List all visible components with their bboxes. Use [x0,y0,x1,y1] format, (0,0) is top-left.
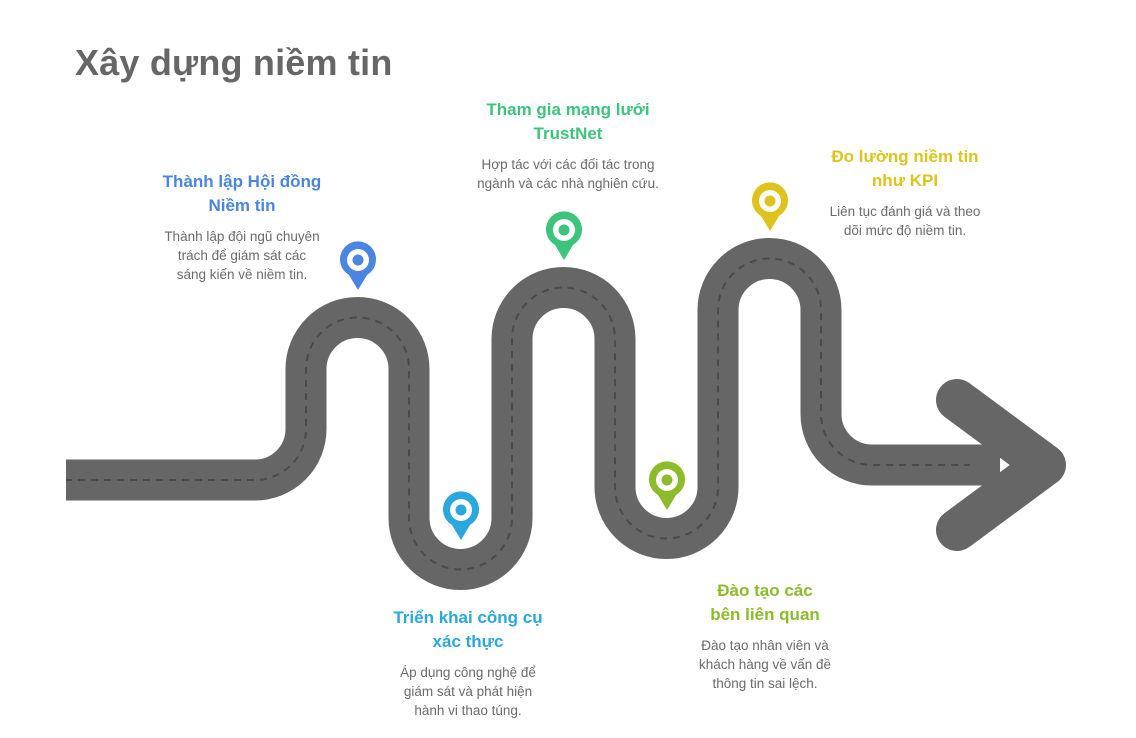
step-establish-trust-council: Thành lập Hội đồng Niềm tin Thành lập độ… [132,170,352,284]
step-heading: Thành lập Hội đồng Niềm tin [162,172,322,215]
map-pin-icon [752,182,788,231]
page-title: Xây dựng niềm tin [75,42,393,83]
map-pin-icon [649,461,685,510]
step-heading: Triển khai công cụ xác thực [393,608,543,651]
step-description: Đào tạo nhân viên và khách hàng về vấn đ… [698,638,832,691]
step-train-stakeholders: Đào tạo các bên liên quan Đào tạo nhân v… [655,579,875,693]
step-join-trustnet: Tham gia mạng lưới TrustNet Hợp tác với … [448,98,688,193]
step-description: Áp dụng công nghệ để giám sát và phát hi… [400,665,536,718]
road-path [65,238,1000,590]
map-pin-icon [340,241,376,290]
step-deploy-verification-tools: Triển khai công cụ xác thực Áp dụng công… [358,606,578,720]
map-pin-icon [546,211,582,260]
arrow-head-icon [936,379,1066,551]
step-description: Thành lập đội ngũ chuyên trách để giám s… [164,229,320,282]
step-heading: Đào tạo các bên liên quan [710,581,820,624]
step-heading: Đo lường niềm tin như KPI [831,147,979,190]
step-measure-trust-kpi: Đo lường niềm tin như KPI Liên tục đánh … [795,145,1015,240]
road-center-dashes [65,257,970,571]
map-pin-icon [443,491,479,540]
step-heading: Tham gia mạng lưới TrustNet [486,100,650,143]
step-description: Hợp tác với các đối tác trong ngành và c… [477,157,659,191]
step-description: Liên tục đánh giá và theo dõi mức độ niề… [829,204,981,238]
